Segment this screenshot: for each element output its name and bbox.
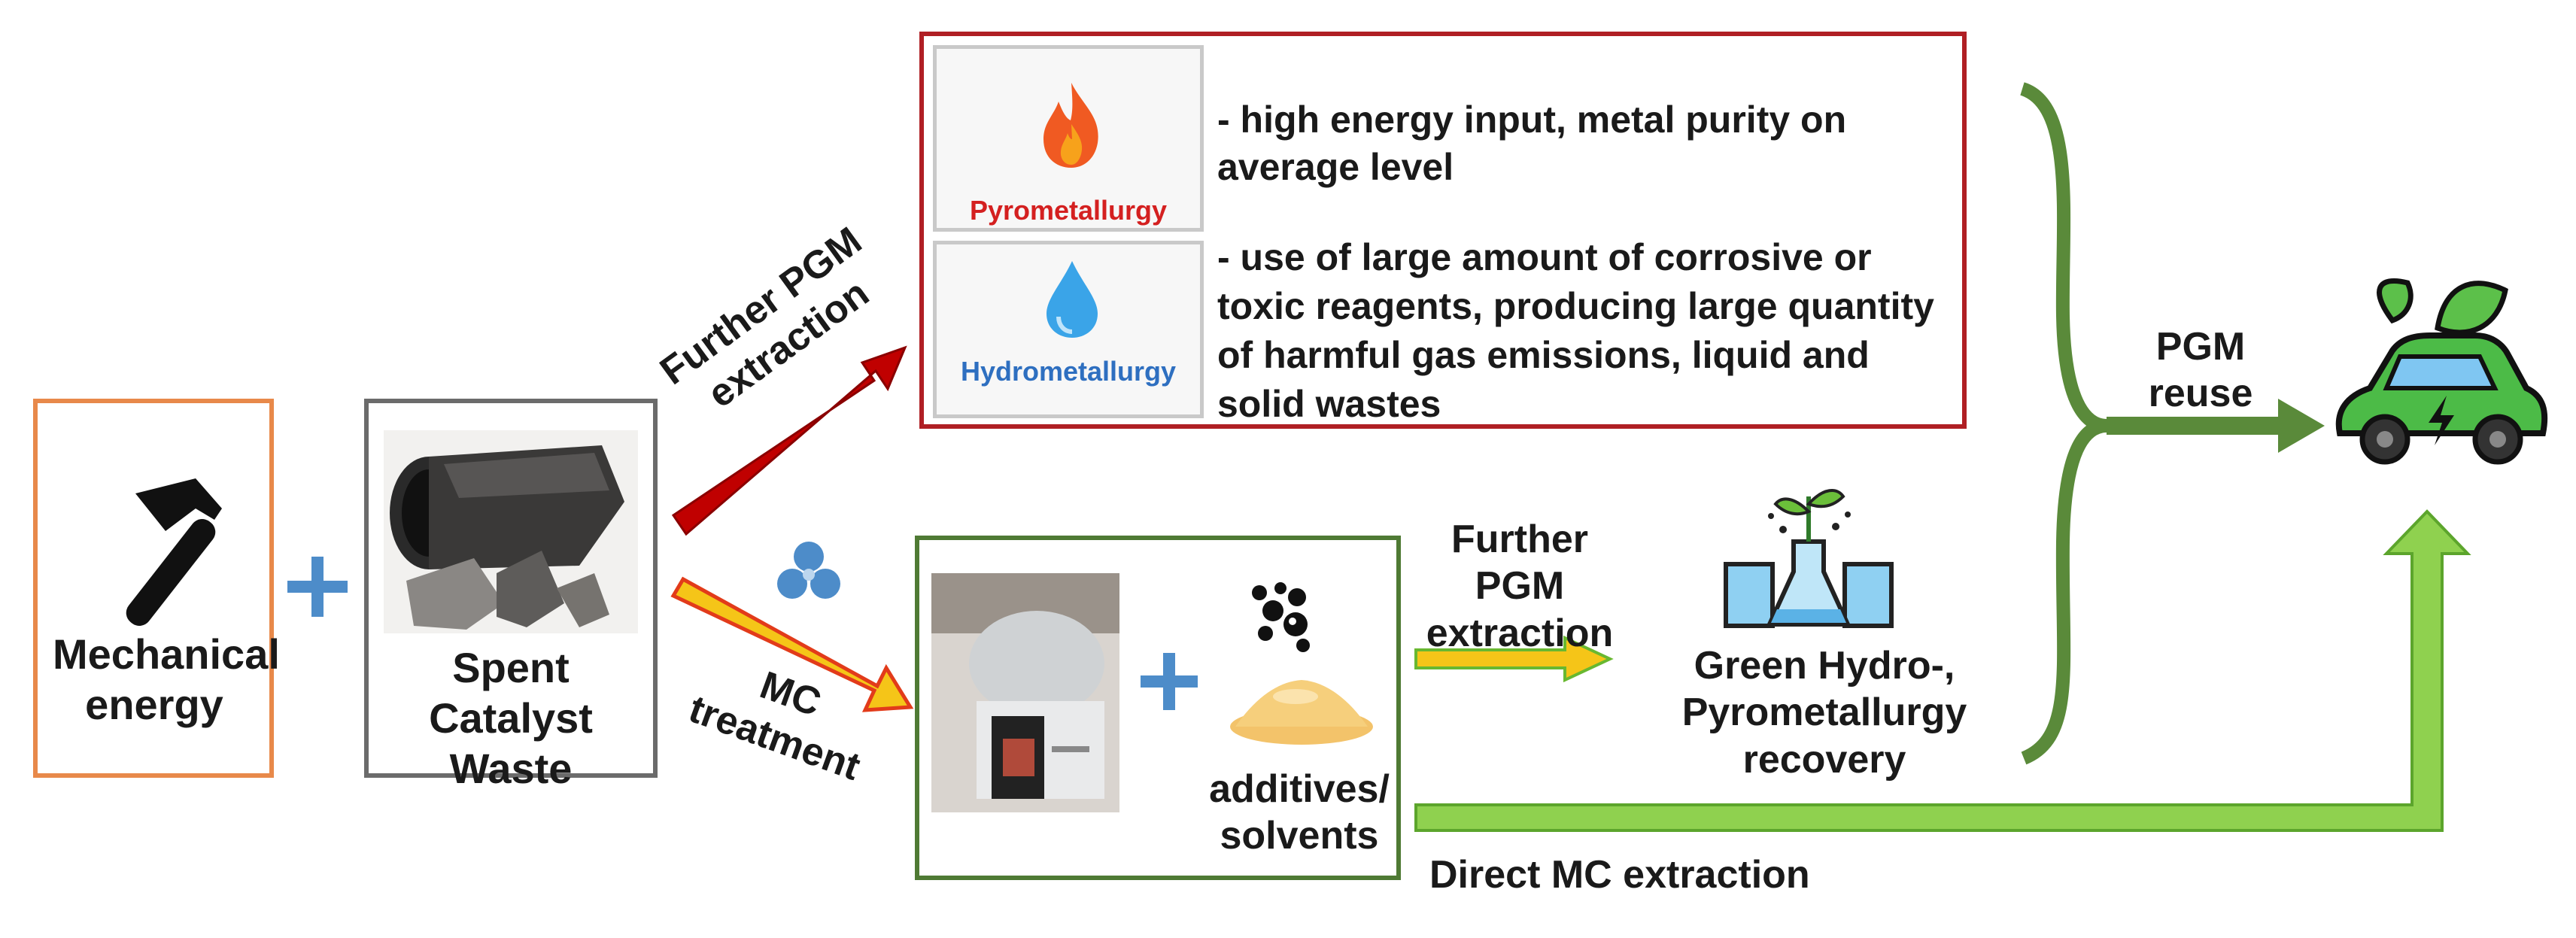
pyrometallurgy-tile: Pyrometallurgy (933, 45, 1204, 232)
additives-solvents-label: additives/ solvents (1209, 767, 1390, 858)
conventional-methods-box: Pyrometallurgy Hydrometallurgy - high en… (919, 32, 1967, 429)
green-chemistry-flask-icon (1724, 489, 1894, 628)
pyrometallurgy-description: - high energy input, metal purity on ave… (1217, 99, 1847, 188)
mc-process-box: additives/ solvents (915, 536, 1401, 880)
direct-mc-arrow (1414, 509, 2471, 832)
powder-icon (1230, 680, 1373, 745)
yellow-mc-arrow (670, 576, 914, 712)
direct-mc-label: Direct MC extraction (1429, 853, 1810, 897)
spent-catalyst-image (384, 430, 638, 633)
hydrometallurgy-tile: Hydrometallurgy (933, 241, 1204, 418)
yellow-small-arrow (1414, 635, 1614, 683)
molecule-icon (777, 542, 840, 599)
hydrometallurgy-description: - use of large amount of corrosive or to… (1217, 236, 1934, 425)
green-recovery-label: Green Hydro-, Pyrometallurgy recovery (1681, 644, 1967, 782)
fire-icon (1043, 83, 1098, 168)
red-arrow (671, 345, 907, 536)
hammer-icon (126, 478, 222, 626)
further-pgm-right-label: Further PGM extraction (1426, 518, 1614, 655)
electric-car-icon (2335, 278, 2548, 465)
plus-icon (287, 557, 348, 617)
pgm-reuse-label: PGM reuse (2148, 325, 2253, 416)
mechanical-energy-box: Mechanical energy (33, 399, 280, 778)
pgm-reuse-brace (2019, 82, 2325, 765)
water-drop-icon (1046, 261, 1098, 338)
spent-catalyst-label: Spent Catalyst Waste (429, 644, 593, 793)
spent-catalyst-box: Spent Catalyst Waste (364, 399, 658, 792)
ball-mill-image (931, 573, 1119, 812)
mechanical-energy-label: Mechanical energy (53, 630, 280, 729)
plus-icon (1141, 653, 1198, 710)
hydrometallurgy-label: Hydrometallurgy (960, 356, 1177, 387)
pyrometallurgy-label: Pyrometallurgy (969, 195, 1168, 226)
beads-icon (1252, 582, 1310, 652)
